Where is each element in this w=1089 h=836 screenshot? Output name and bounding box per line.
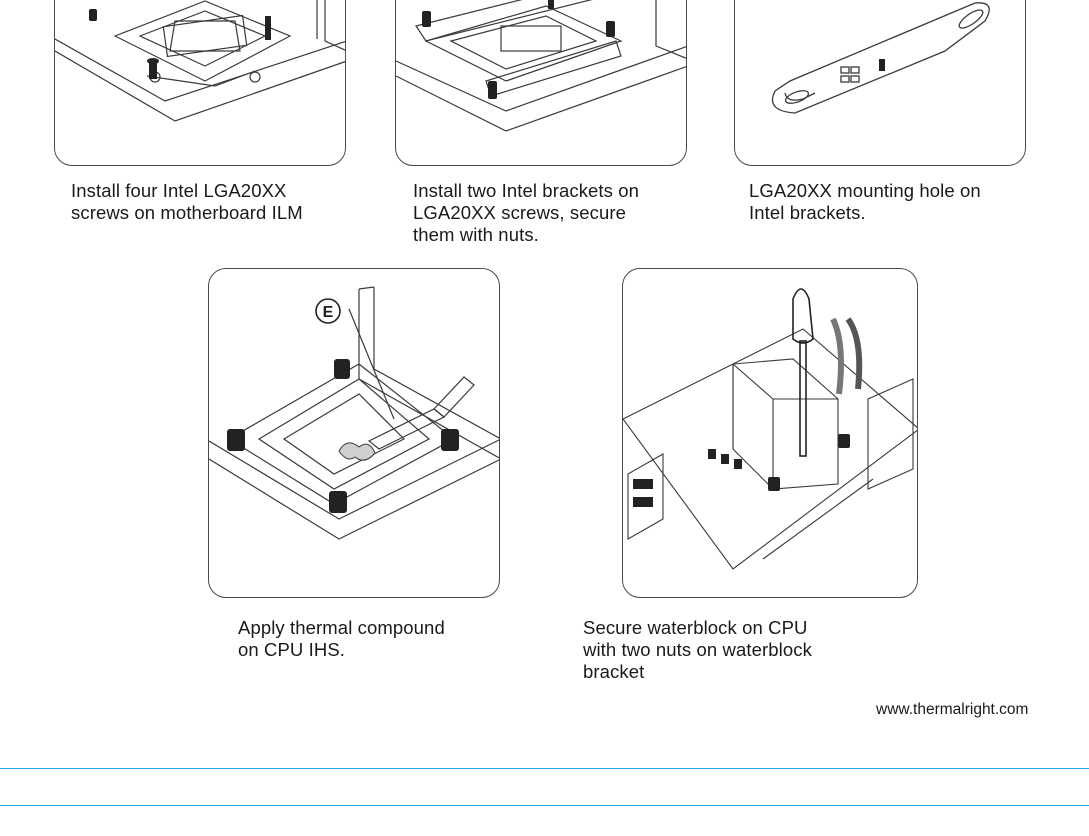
callout-circle-icon [315, 298, 341, 324]
step-2-caption: Install two Intel brackets on LGA20XX sc… [413, 180, 640, 245]
waterblock-mount-diagram [623, 288, 917, 570]
mounting-hole-bracket-diagram [771, 2, 990, 114]
step-1-illustration [54, 0, 346, 166]
step-2-illustration [395, 0, 687, 166]
step-3-caption: LGA20XX mounting hole on Intel brackets. [749, 180, 981, 223]
step-5-illustration [622, 268, 918, 598]
footer-website-link[interactable]: www.thermalright.com [876, 701, 1029, 718]
intel-brackets-diagram [396, 0, 686, 132]
step-4-caption: Apply thermal compound on CPU IHS. [238, 617, 445, 660]
step-5-caption: Secure waterblock on CPU with two nuts o… [583, 617, 812, 682]
callout-label: E [323, 304, 334, 321]
step-4-illustration: E [208, 268, 500, 598]
thumbscrew-icon [227, 359, 459, 513]
step-3-illustration [734, 0, 1026, 166]
screwdriver-icon [792, 288, 814, 457]
footer-rule-top [0, 768, 1089, 769]
thermal-compound-diagram: E [209, 286, 499, 540]
step-1-caption: Install four Intel LGA20XX screws on mot… [71, 180, 303, 223]
footer-rule-bottom [0, 805, 1089, 806]
lga-screws-diagram [55, 0, 345, 122]
